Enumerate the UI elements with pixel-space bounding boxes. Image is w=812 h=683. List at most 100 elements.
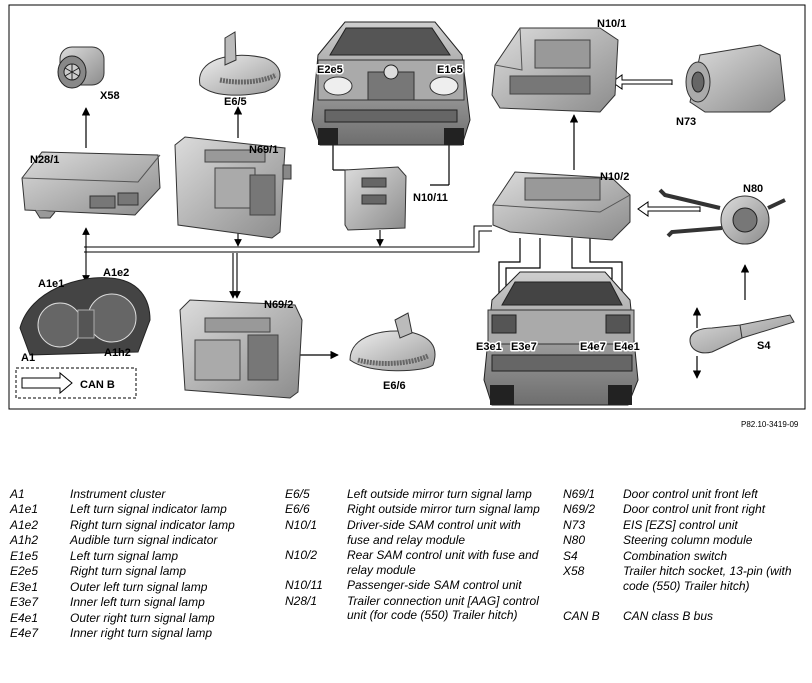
can-bus-lines [84, 225, 492, 253]
legend-row: E6/6 Right outside mirror turn signal lam… [285, 502, 543, 517]
label-a1: A1 [21, 352, 35, 364]
legend-row: A1e1 Left turn signal indicator lamp [10, 502, 272, 517]
left-mirror-e6-5 [199, 31, 281, 96]
legend-code: N10/2 [285, 548, 318, 563]
legend-description: Door control unit front left [623, 487, 758, 501]
legend-row: E6/5 Left outside mirror turn signal lamp [285, 487, 543, 502]
legend-description: EIS [EZS] control unit [623, 517, 738, 532]
instrument-cluster-a1 [19, 277, 151, 356]
label-can-b: CAN B [80, 379, 115, 391]
eis-control-unit-n73 [685, 44, 786, 113]
legend-code: E3e7 [10, 595, 39, 610]
legend-row: N28/1 Trailer connection unit [AAG] contr… [285, 594, 543, 623]
legend-code: A1e1 [10, 502, 39, 517]
legend-description: Inner right turn signal lamp [70, 626, 213, 641]
rear-sam-control-unit-n10-2 [492, 171, 631, 241]
sam-control-unit-n10-1 [491, 27, 619, 113]
legend-description: Instrument cluster [70, 487, 166, 501]
door-control-unit-n69-1 [174, 136, 292, 239]
legend-description: Trailer hitch socket, 13-pin (with code … [623, 564, 792, 594]
legend-description: CAN class B bus [623, 608, 714, 623]
label-e1e5: E1e5 [437, 64, 463, 76]
label-n69-1: N69/1 [249, 144, 278, 156]
legend-description: Outer right turn signal lamp [70, 610, 215, 625]
legend-code: A1h2 [10, 533, 39, 548]
label-e3e1: E3e1 [476, 341, 502, 353]
legend-code: CAN B [563, 608, 600, 623]
legend-column-2: E6/5 Left outside mirror turn signal lamp… [285, 487, 543, 624]
vehicle-front-view [311, 21, 471, 146]
legend-code: E6/6 [285, 502, 310, 517]
legend-description: Rear SAM control unit with fuse and rela… [347, 548, 539, 577]
legend-row: E3e1 Outer left turn signal lamp [10, 580, 272, 595]
legend-row: N10/2 Rear SAM control unit with fuse and… [285, 548, 543, 577]
label-n69-2: N69/2 [264, 299, 293, 311]
label-e3e7: E3e7 [511, 341, 537, 353]
label-x58: X58 [100, 90, 120, 102]
label-n73: N73 [676, 116, 696, 128]
label-a1e2: A1e2 [103, 267, 129, 279]
label-n10-11: N10/11 [413, 192, 448, 204]
n80-to-n10-2-arrow [637, 201, 701, 217]
legend-code: N28/1 [285, 593, 318, 608]
legend-code: N10/1 [285, 517, 318, 532]
label-n10-2: N10/2 [600, 171, 629, 183]
legend-row: E1e5 Left turn signal lamp [10, 549, 272, 564]
label-n28-1: N28/1 [30, 154, 59, 166]
legend-code: E6/5 [285, 487, 310, 501]
legend-code: X58 [563, 564, 585, 579]
legend-spacer [563, 595, 808, 609]
legend-code: S4 [563, 548, 578, 563]
document-id: P82.10-3419-09 [741, 420, 799, 429]
legend-description: Outer left turn signal lamp [70, 579, 208, 594]
label-e4e1: E4e1 [614, 341, 640, 353]
steering-column-module-n80 [658, 188, 786, 245]
legend-description: Left turn signal indicator lamp [70, 502, 227, 517]
legend-description: Trailer connection unit [AAG] control un… [347, 593, 539, 623]
legend-description: Left outside mirror turn signal lamp [347, 487, 532, 501]
legend-description: Right turn signal lamp [70, 564, 187, 579]
legend-description: Combination switch [623, 548, 728, 563]
right-mirror-e6-6 [349, 312, 436, 372]
legend-description: Passenger-side SAM control unit [347, 578, 522, 593]
sam-control-unit-n10-11 [344, 166, 407, 231]
legend-code: E4e1 [10, 610, 39, 625]
legend-description: Inner left turn signal lamp [70, 595, 205, 610]
legend-code: N69/2 [563, 502, 596, 517]
label-e4e7: E4e7 [580, 341, 606, 353]
combination-switch-s4 [689, 314, 795, 354]
legend-code: E3e1 [10, 579, 39, 594]
legend-description: Driver-side SAM control unit with fuse a… [347, 517, 521, 547]
label-e6-6: E6/6 [383, 380, 406, 392]
legend-description: Door control unit front right [623, 502, 766, 517]
label-a1e1: A1e1 [38, 278, 64, 290]
legend-code: N69/1 [563, 487, 596, 501]
legend-row: E4e1 Outer right turn signal lamp [10, 611, 272, 626]
legend-code: E1e5 [10, 548, 39, 563]
legend-row: N73 EIS [EZS] control unit [563, 518, 808, 533]
legend-row: X58 Trailer hitch socket, 13-pin (with co… [563, 564, 808, 593]
trailer-socket-x58 [57, 46, 105, 89]
vehicle-rear-view [483, 271, 639, 406]
label-e6-5: E6/5 [224, 96, 247, 108]
label-e2e5: E2e5 [317, 64, 343, 76]
legend-description: Left turn signal lamp [70, 548, 179, 563]
legend-code: A1 [10, 487, 25, 501]
label-n80: N80 [743, 183, 763, 195]
legend-code: N73 [563, 517, 586, 532]
legend-row: N10/1 Driver-side SAM control unit with f… [285, 518, 543, 547]
wiring-diagram: X58 N28/1 E6/5 N69/1 E2e5 E1e5 N10/11 N1… [8, 4, 806, 429]
legend-code: A1e2 [10, 517, 39, 532]
legend-description: Right outside mirror turn signal lamp [347, 502, 540, 517]
legend-row: E3e7 Inner left turn signal lamp [10, 595, 272, 610]
legend-row: N69/2 Door control unit front right [563, 502, 808, 517]
legend-description: Steering column module [623, 533, 753, 548]
label-s4: S4 [757, 340, 771, 352]
